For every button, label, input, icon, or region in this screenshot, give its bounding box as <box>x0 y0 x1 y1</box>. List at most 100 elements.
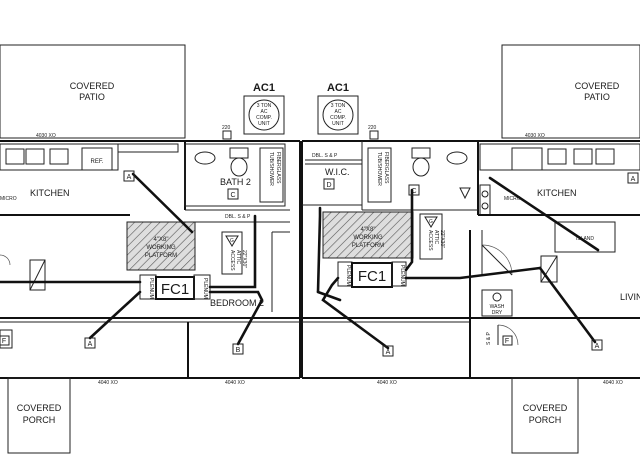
living-label: LIVIN <box>620 292 640 302</box>
supply-tag-right-c-text: C <box>411 188 416 195</box>
duct-c-left <box>208 214 257 289</box>
plenum-right-b <box>391 261 407 287</box>
supply-tag-right-a3 <box>591 339 603 351</box>
plenum-left-b-label: PLENUM <box>202 278 208 299</box>
left-unit: COVERED PATIO 4030 XO REF. MICRO KITCHEN… <box>0 44 301 454</box>
ac1-left-unit-3: COMP. <box>256 115 272 121</box>
washer-dryer <box>481 289 513 317</box>
working-platform-left <box>126 221 196 271</box>
platform-right-1: 4"X8" <box>361 227 376 233</box>
wic-shelf-label: DBL. S & P <box>312 153 338 159</box>
dishwasher-left <box>49 148 69 165</box>
lavatory-left <box>194 151 216 165</box>
supply-tag-right-d <box>323 178 335 190</box>
supply-tag-right-a1-text: A <box>386 349 391 356</box>
micro-left-label: MICRO <box>0 196 17 202</box>
attic-left-3: 22"X30" <box>241 250 247 268</box>
duct-a-left-top <box>131 172 194 234</box>
bedroom-2-label: BEDROOM 2 <box>210 298 264 308</box>
closet-left-label: DBL. S & P <box>225 214 251 220</box>
supply-tag-left-c <box>227 188 239 200</box>
plenum-right-b-label: PLENUM <box>399 265 405 286</box>
ac1-right-unit-2: AC <box>335 109 342 115</box>
duct-d-right <box>316 206 322 294</box>
window-4040-right-b: 4040 XO <box>603 380 623 386</box>
duct-a-right-bottom <box>321 276 390 350</box>
working-platform-right <box>322 211 414 259</box>
covered-porch-right <box>511 377 579 454</box>
laundry-valve-1 <box>481 190 489 198</box>
supply-tag-right-d-text: D <box>326 182 331 189</box>
duct-a-right-top <box>488 176 600 252</box>
fc1-left-label: FC1 <box>161 281 189 298</box>
plenum-right-a-label: PLENUM <box>345 265 351 286</box>
attic-right-1: ACCESS <box>427 230 433 251</box>
sink-right-b <box>595 148 615 165</box>
covered-patio-right <box>501 44 640 139</box>
laundry-tag-right <box>459 187 471 200</box>
window-4040-left-b: 4040 XO <box>225 380 245 386</box>
laundry-shelf-right <box>479 184 491 216</box>
tub-shower-left <box>259 147 284 203</box>
attic-right-3: 22"X30" <box>439 230 445 248</box>
duct-b-left <box>208 290 264 346</box>
duct-d-right-tail <box>316 290 342 302</box>
kitchen-left-label: KITCHEN <box>30 188 70 198</box>
wic-label: W.I.C. <box>325 167 350 177</box>
supply-tag-right-c <box>408 184 420 196</box>
patio-right-label-1: COVERED <box>575 81 620 91</box>
supply-tag-left-a2-text: A <box>88 341 93 348</box>
supply-tag-left-f-text: F <box>2 338 6 345</box>
ac1-left-pad <box>243 95 285 135</box>
kitchen-island <box>554 221 616 253</box>
supply-tag-left-b-text: B <box>236 347 241 354</box>
duct-a-right-living <box>538 266 597 344</box>
washer-drum <box>492 292 502 302</box>
platform-left-1: 4"X8" <box>154 237 169 243</box>
ac1-left-label: AC1 <box>253 82 275 94</box>
supply-tag-right-a3-text: A <box>595 343 600 350</box>
outlet-220-right: 220 <box>368 125 377 131</box>
supply-tag-right-a1 <box>382 345 394 357</box>
attic-access-right <box>419 213 443 260</box>
tub-right-label-2: FIBERGLASS <box>383 152 389 184</box>
ac1-right-unit-3: COMP. <box>330 115 346 121</box>
toilet-tank-left <box>229 147 249 159</box>
duct-main-right <box>404 266 542 280</box>
disconnect-right <box>369 130 379 140</box>
dry-label: DRY <box>492 310 503 316</box>
platform-right-3: PLATFORM <box>352 243 384 249</box>
patio-right-label-2: PATIO <box>584 92 610 102</box>
wash-label: WASH <box>490 304 505 310</box>
tub-right-label-1: TUB/SHOWER <box>376 152 382 186</box>
covered-patio-left <box>0 44 186 139</box>
attic-tag-right <box>424 216 438 228</box>
supply-tag-right-a2 <box>627 172 639 184</box>
refrigerator-right <box>511 147 543 171</box>
supply-tag-left-a2 <box>84 337 96 349</box>
patio-left-label-2: PATIO <box>79 92 105 102</box>
supply-tag-left-a1 <box>123 170 135 182</box>
kitchen-counter-right <box>479 143 640 171</box>
platform-left-3: PLATFORM <box>145 253 177 259</box>
toilet-bowl-left <box>230 157 248 177</box>
closet-right-label: S & P <box>486 332 492 345</box>
window-4030-left: 4030 XO <box>36 133 56 139</box>
attic-left-2: ATTIC <box>235 250 241 264</box>
laundry-valve-2 <box>481 202 489 210</box>
duct-a-left-bottom <box>88 290 142 340</box>
cabinet-left <box>117 143 179 153</box>
window-4040-right-a: 4040 XO <box>377 380 397 386</box>
ac-unit-right: AC1 3 TON AC COMP. UNIT 220 <box>317 82 379 140</box>
dishwasher-right <box>547 148 567 165</box>
porch-right-label-2: PORCH <box>529 415 562 425</box>
window-4030-right: 4030 XO <box>525 133 545 139</box>
bath-2-label: BATH 2 <box>220 177 251 187</box>
attic-tag-right-g: G <box>429 219 433 225</box>
lavatory-right <box>446 151 468 165</box>
toilet-tank-right <box>411 147 431 159</box>
patio-left-label-1: COVERED <box>70 81 115 91</box>
disconnect-left <box>222 130 232 140</box>
covered-porch-left <box>7 377 71 454</box>
